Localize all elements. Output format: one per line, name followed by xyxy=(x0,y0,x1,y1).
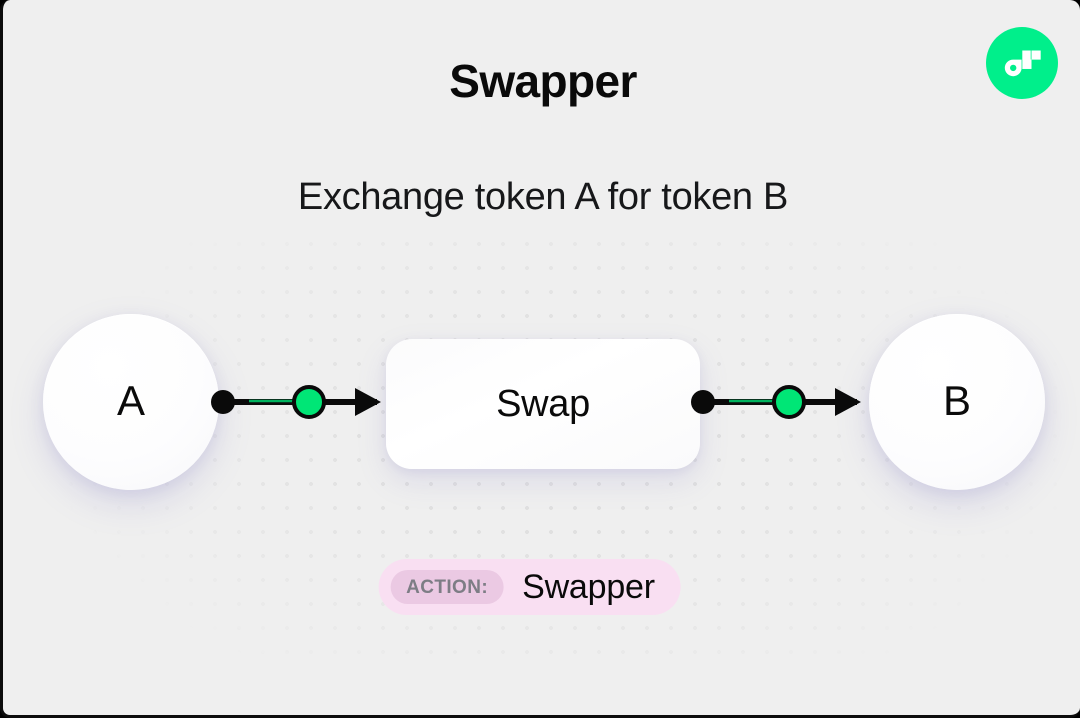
action-chip: ACTION: xyxy=(390,570,505,604)
token-node-a-label: A xyxy=(116,377,145,424)
page-subtitle: Exchange token A for token B xyxy=(297,176,789,218)
status-badge: ACTION: Swapper xyxy=(378,559,681,615)
token-node-a[interactable]: A xyxy=(43,314,219,490)
action-chip-label: ACTION: xyxy=(406,576,489,598)
action-value: Swapper xyxy=(522,568,655,606)
flow-logo-icon xyxy=(986,27,1058,99)
token-node-b-label: B xyxy=(942,377,971,424)
token-node-b[interactable]: B xyxy=(869,314,1045,490)
connector-left xyxy=(205,376,385,428)
swap-process-label: Swap xyxy=(496,383,590,425)
swap-process-node[interactable]: Swap xyxy=(386,339,700,469)
connector-right xyxy=(685,376,865,428)
flow-diagram-row: A B xyxy=(3,314,1080,490)
page-title: Swapper xyxy=(449,55,637,107)
